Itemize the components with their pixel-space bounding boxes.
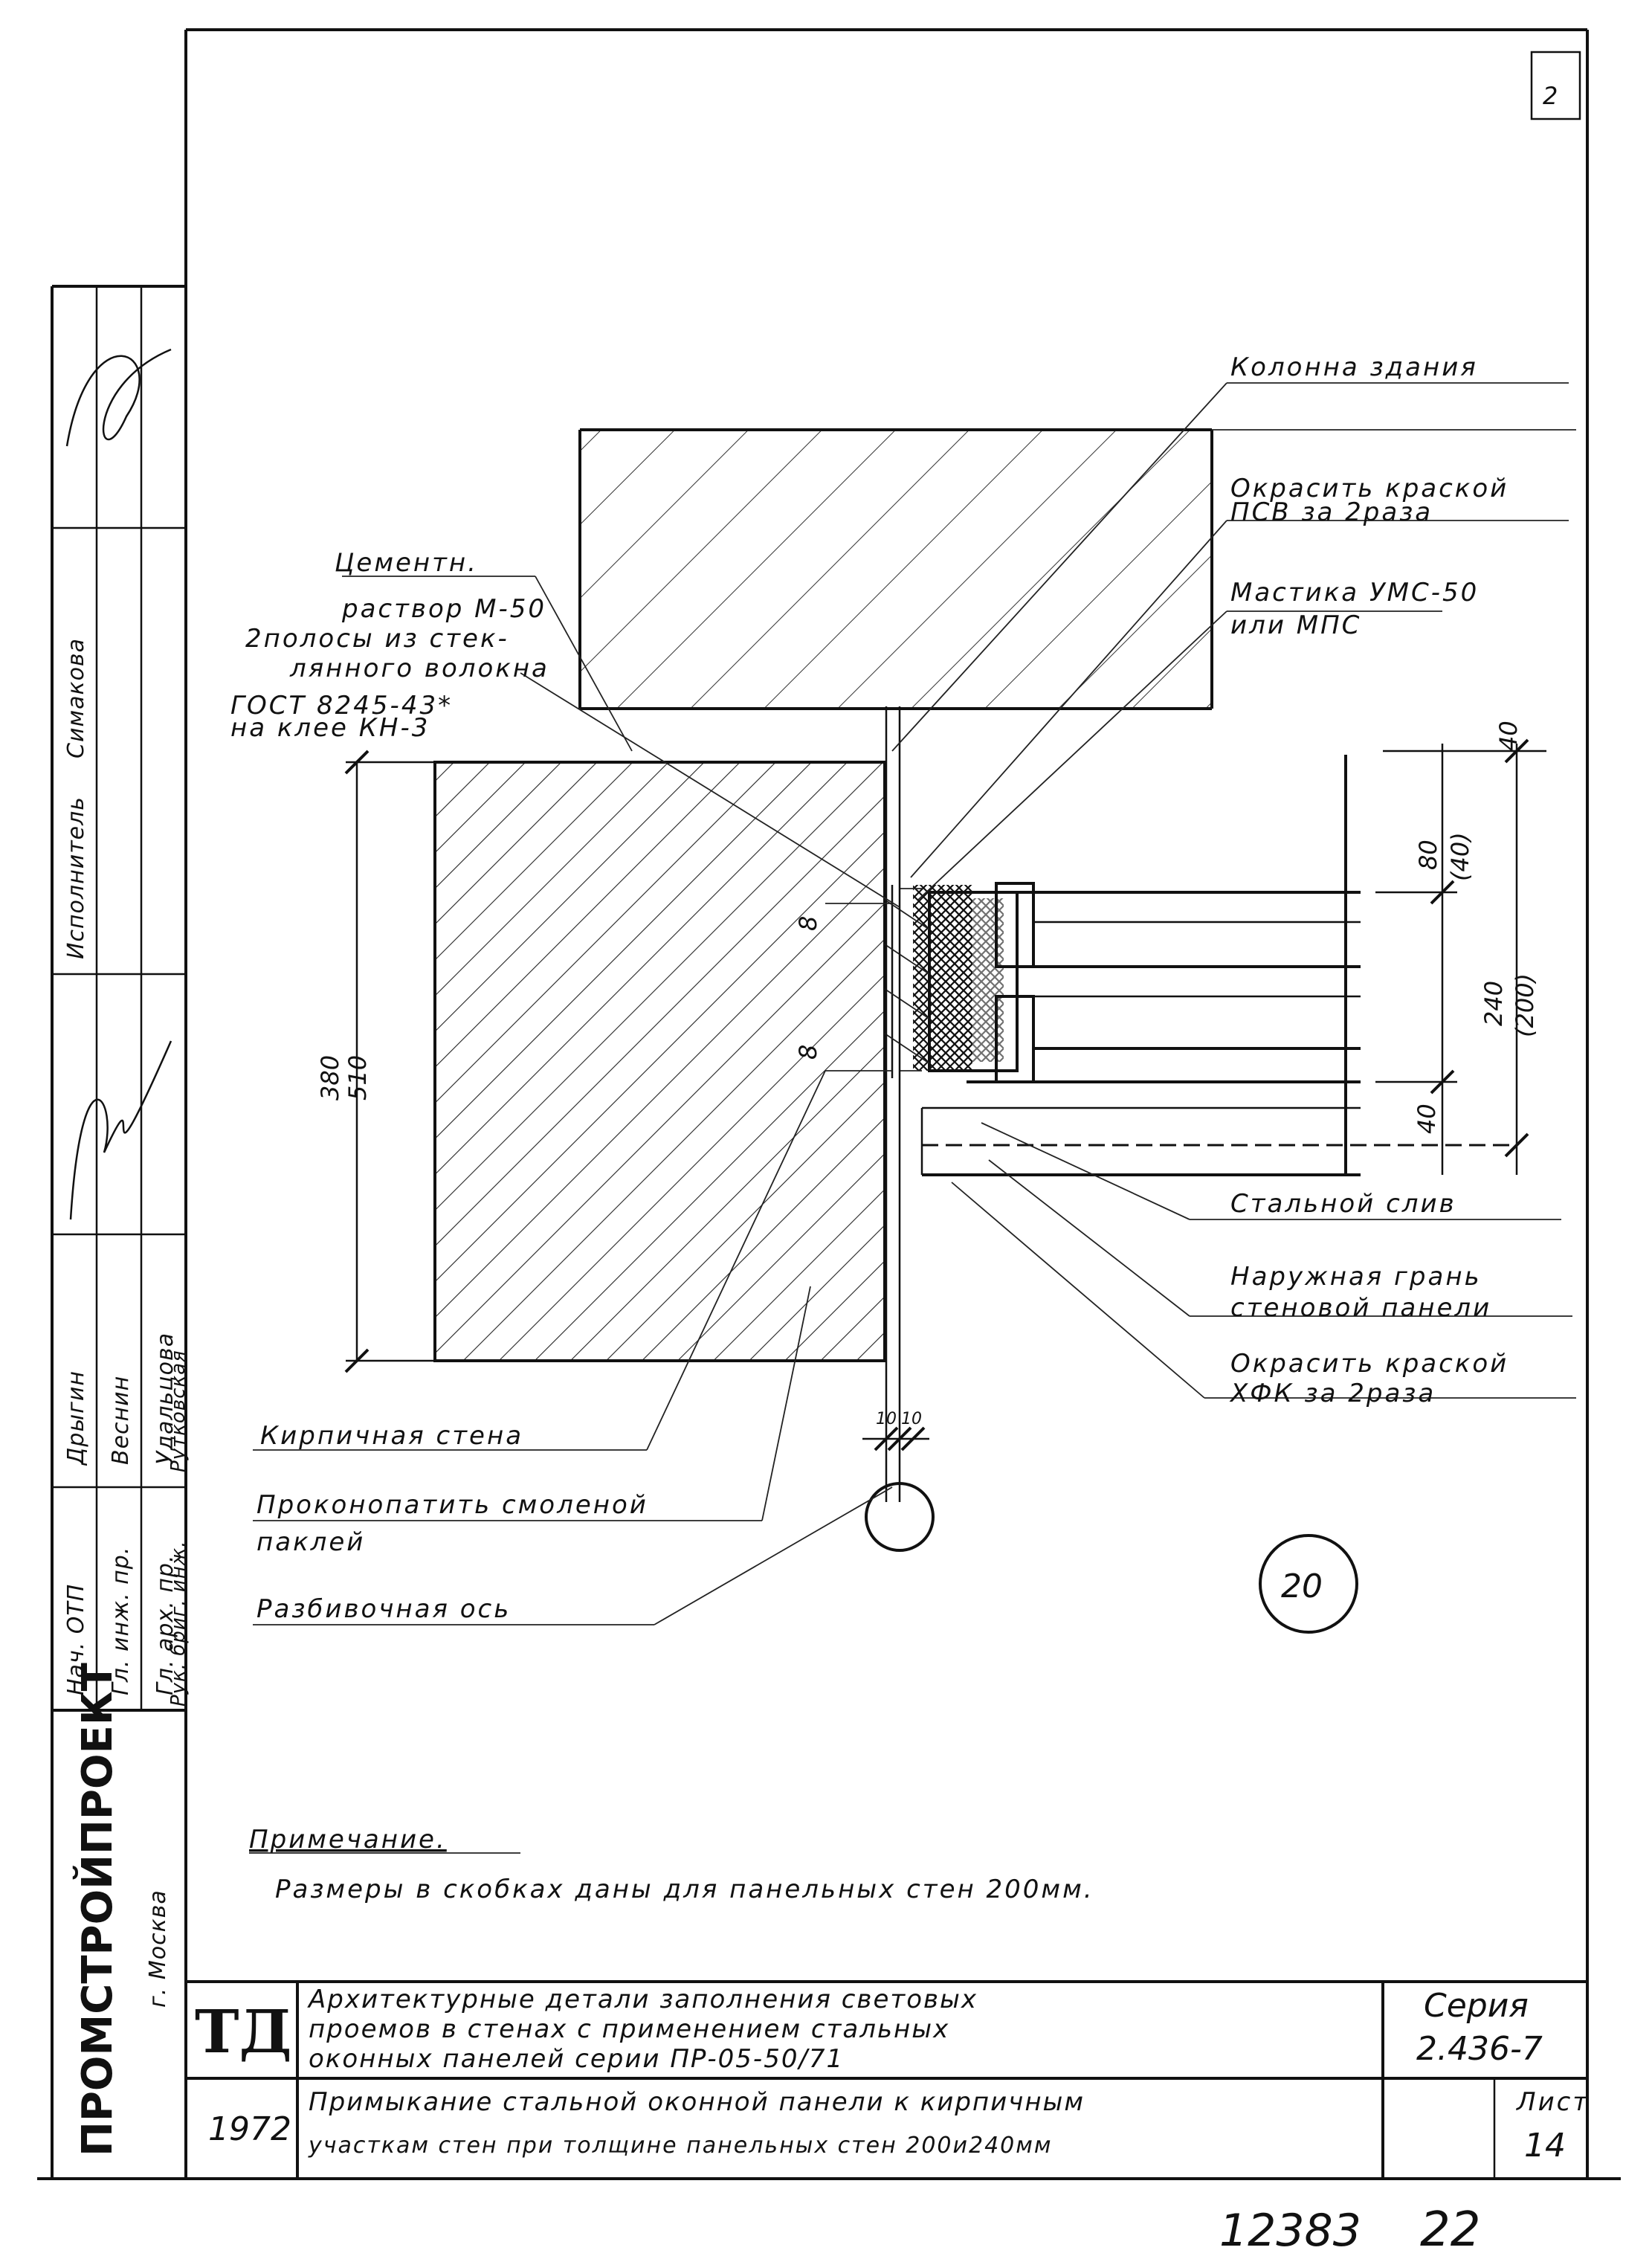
dim-panel: 240 (1480, 981, 1508, 1026)
seam-filling (884, 885, 930, 1078)
label-gost-1: ГОСТ 8245-43* (230, 691, 453, 721)
signature-1 (65, 348, 172, 447)
title-line-2: проемов в стенах с применением стальных (309, 2014, 949, 2044)
signature-2 (69, 1040, 172, 1220)
note-heading: Примечание. (249, 1825, 447, 1854)
series-value: 2.436-7 (1416, 2030, 1543, 2068)
label-paint-top-1: Окрасить краской (1230, 474, 1509, 503)
name-3: Удальцова (152, 1332, 178, 1465)
city: г. Москва (145, 1889, 171, 2008)
dim-top-part: 80 (1414, 840, 1442, 870)
title-line-1: Архитектурные детали заполнения световых (307, 1985, 978, 2014)
label-brick-wall: Кирпичная стена (260, 1421, 523, 1451)
organization: ПРОМСТРОЙПРОЕКТ (73, 1663, 122, 2156)
label-fiber-2: лянного волокна (289, 654, 549, 683)
title-mark: ТД (195, 1997, 292, 2066)
label-column: Колонна здания (1230, 352, 1478, 382)
label-paint-top-2: ПСВ за 2раза (1230, 497, 1433, 527)
title-line-3: оконных панелей серии ПР-05-50/71 (309, 2044, 844, 2074)
dim-seam-a: 8 (794, 916, 822, 931)
executor-label: Исполнитель (63, 796, 89, 959)
role-1: Нач. ОТП (63, 1584, 89, 1695)
label-gost-2: на клее КН-3 (230, 713, 430, 743)
dim-bottom-part: 40 (1413, 1103, 1441, 1134)
sheet-corner-mark: 2 (1530, 51, 1581, 120)
dim-seam-b: 8 (794, 1045, 822, 1060)
label-caulk-2: паклей (256, 1527, 365, 1557)
dim-gap-right: 10 (901, 1410, 922, 1428)
executor-name: Симакова (63, 638, 89, 758)
gap-dimension (862, 1426, 929, 1451)
callout-text: 20 (1281, 1567, 1323, 1605)
label-mastic-1: Мастика УМС-50 (1230, 578, 1479, 608)
sheet-frame (37, 28, 1621, 2180)
label-caulk-1: Проконопатить смоленой (256, 1490, 648, 1520)
wall-dimension (344, 750, 435, 1373)
subtitle-line-1: Примыкание стальной оконной панели к кир… (309, 2087, 1085, 2117)
label-axis: Разбивочная ось (256, 1594, 511, 1624)
note-text: Размеры в скобках даны для панельных сте… (275, 1875, 1094, 1904)
role-2: Гл. инж. пр. (108, 1547, 134, 1695)
label-paint-bottom-2: ХФК за 2раза (1229, 1379, 1436, 1408)
name-1: Дрыгин (63, 1370, 89, 1466)
panel-dimensions (1344, 738, 1546, 1175)
window-panel-section (913, 882, 1517, 1176)
title-block (186, 1980, 1587, 2179)
side-stamp (51, 285, 186, 2179)
page-number: 22 (1420, 2202, 1480, 2258)
dim-wall: 380 (316, 1055, 344, 1101)
sheet-value: 14 (1524, 2127, 1566, 2165)
archive-number: 12383 (1219, 2205, 1361, 2257)
subtitle-line-2: участкам стен при толщине панельных стен… (308, 2133, 1053, 2159)
label-steel-sill: Стальной слив (1230, 1189, 1456, 1219)
dim-wall-alt: 510 (343, 1055, 372, 1101)
title-year: 1972 (208, 2110, 291, 2148)
sheet-label: Лист (1515, 2087, 1590, 2117)
dim-gap-left: 10 (876, 1410, 897, 1428)
dim-top-gap: 40 (1494, 721, 1523, 751)
series-label: Серия (1424, 1987, 1529, 2025)
label-fiber-1: 2полосы из стек- (245, 624, 509, 654)
role-4: Рук. бриг. инж. (167, 1540, 190, 1707)
label-cement-1: Цементн. (335, 548, 478, 578)
label-paint-bottom-1: Окрасить краской (1230, 1349, 1509, 1379)
label-mastic-2: или МПС (1230, 610, 1361, 640)
dim-panel-alt: (200) (1511, 973, 1539, 1037)
name-2: Веснин (108, 1376, 134, 1465)
role-3: Гл. арх. пр. (152, 1555, 178, 1695)
dim-top-part-alt: (40) (1446, 832, 1474, 881)
name-4: Рутковская (167, 1350, 190, 1472)
label-outer-face-2: стеновой панели (1230, 1293, 1491, 1323)
axis-marker (865, 1482, 935, 1552)
corner-mark-text: 2 (1543, 82, 1558, 110)
label-outer-face-1: Наружная грань (1230, 1262, 1482, 1292)
brick-wall (433, 761, 886, 1362)
building-column (578, 428, 1576, 710)
label-cement-2: раствор М-50 (341, 594, 546, 624)
callout-marker: 20 (1259, 1534, 1358, 1634)
leader-lines (253, 382, 1576, 1625)
